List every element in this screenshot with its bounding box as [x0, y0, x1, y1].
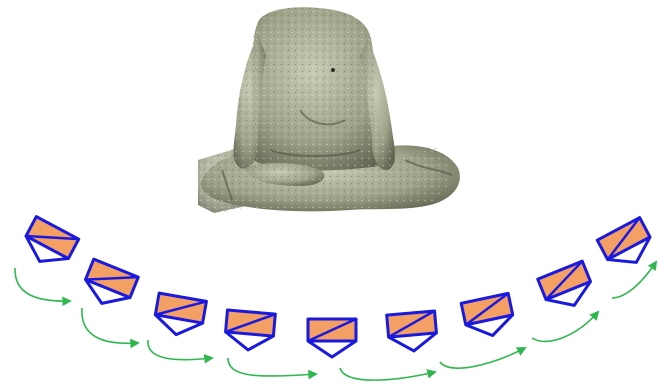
camera-arc	[18, 217, 657, 357]
camera-icon	[153, 293, 207, 339]
statue-image	[198, 7, 460, 213]
camera-icon	[597, 218, 657, 274]
statue-texture	[198, 7, 450, 213]
statue-spot	[331, 68, 335, 72]
camera-icon	[308, 319, 356, 357]
motion-arrow	[532, 312, 598, 341]
motion-arrow	[612, 262, 656, 298]
motion-arrow	[82, 308, 138, 343]
motion-arrow	[228, 358, 316, 376]
motion-arrow	[440, 348, 525, 368]
camera-icon	[538, 261, 597, 314]
camera-icon	[80, 259, 139, 312]
motion-arrow	[148, 340, 212, 360]
camera-icon	[387, 311, 438, 353]
camera-icon	[461, 293, 516, 340]
motion-arrow	[15, 268, 70, 301]
camera-icon	[224, 310, 275, 352]
camera-icon	[18, 217, 78, 273]
motion-arrow	[340, 368, 435, 380]
